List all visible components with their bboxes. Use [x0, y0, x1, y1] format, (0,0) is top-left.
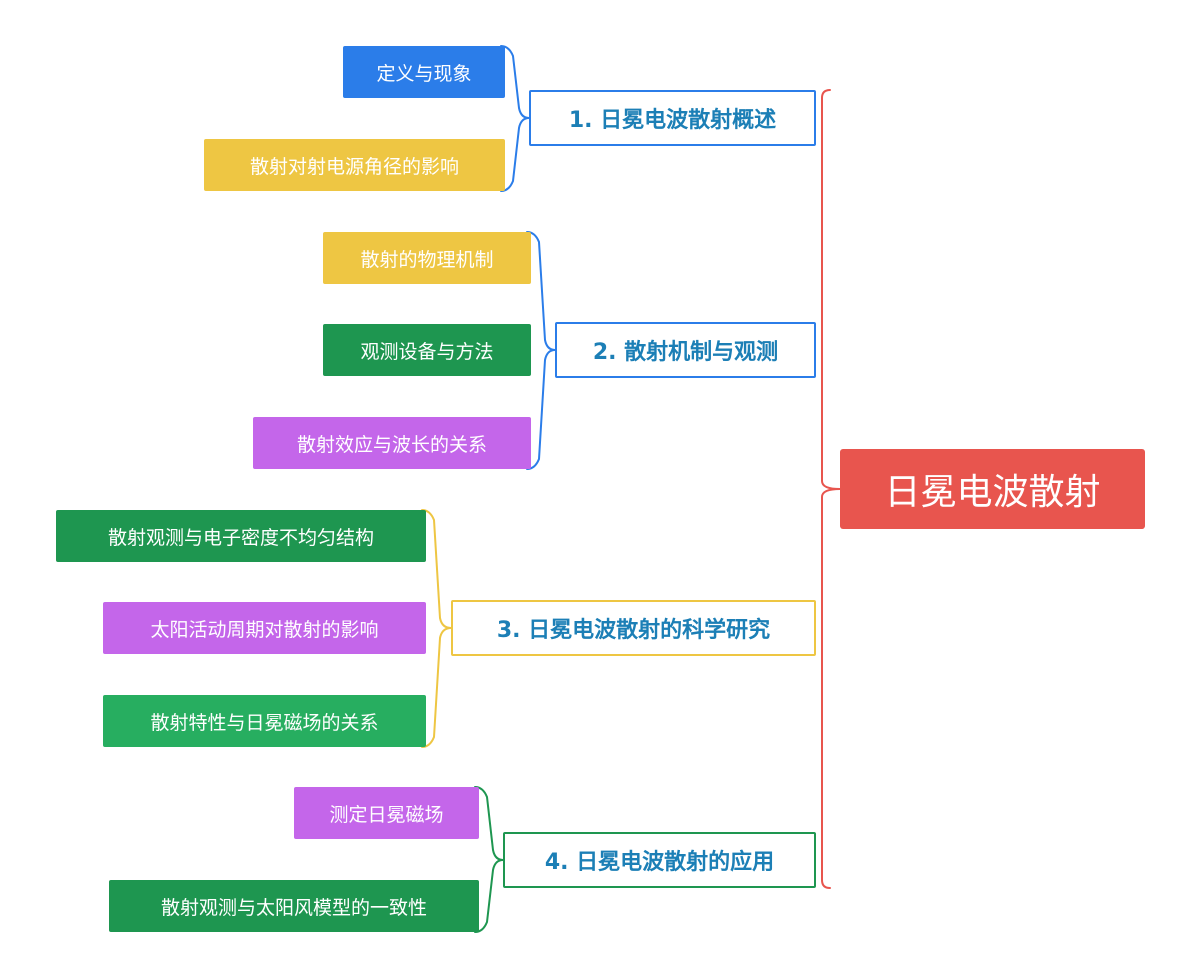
- branch-applications[interactable]: 4. 日冕电波散射的应用: [503, 832, 816, 888]
- branch-overview[interactable]: 1. 日冕电波散射概述: [529, 90, 816, 146]
- branch-scientific-research[interactable]: 3. 日冕电波散射的科学研究: [451, 600, 816, 656]
- leaf-measure-magnetic-field[interactable]: 测定日冕磁场: [294, 787, 479, 839]
- leaf-solar-wind-model[interactable]: 散射观测与太阳风模型的一致性: [109, 880, 479, 932]
- leaf-equipment-methods[interactable]: 观测设备与方法: [323, 324, 531, 376]
- leaf-physical-mechanism[interactable]: 散射的物理机制: [323, 232, 531, 284]
- leaf-angular-size-effect[interactable]: 散射对射电源角径的影响: [204, 139, 505, 191]
- leaf-wavelength-relation[interactable]: 散射效应与波长的关系: [253, 417, 531, 469]
- leaf-definition[interactable]: 定义与现象: [343, 46, 505, 98]
- leaf-electron-density[interactable]: 散射观测与电子密度不均匀结构: [56, 510, 426, 562]
- branch-mechanism-observation[interactable]: 2. 散射机制与观测: [555, 322, 816, 378]
- root-node[interactable]: 日冕电波散射: [840, 449, 1145, 529]
- leaf-magnetic-field-relation[interactable]: 散射特性与日冕磁场的关系: [103, 695, 426, 747]
- leaf-solar-cycle[interactable]: 太阳活动周期对散射的影响: [103, 602, 426, 654]
